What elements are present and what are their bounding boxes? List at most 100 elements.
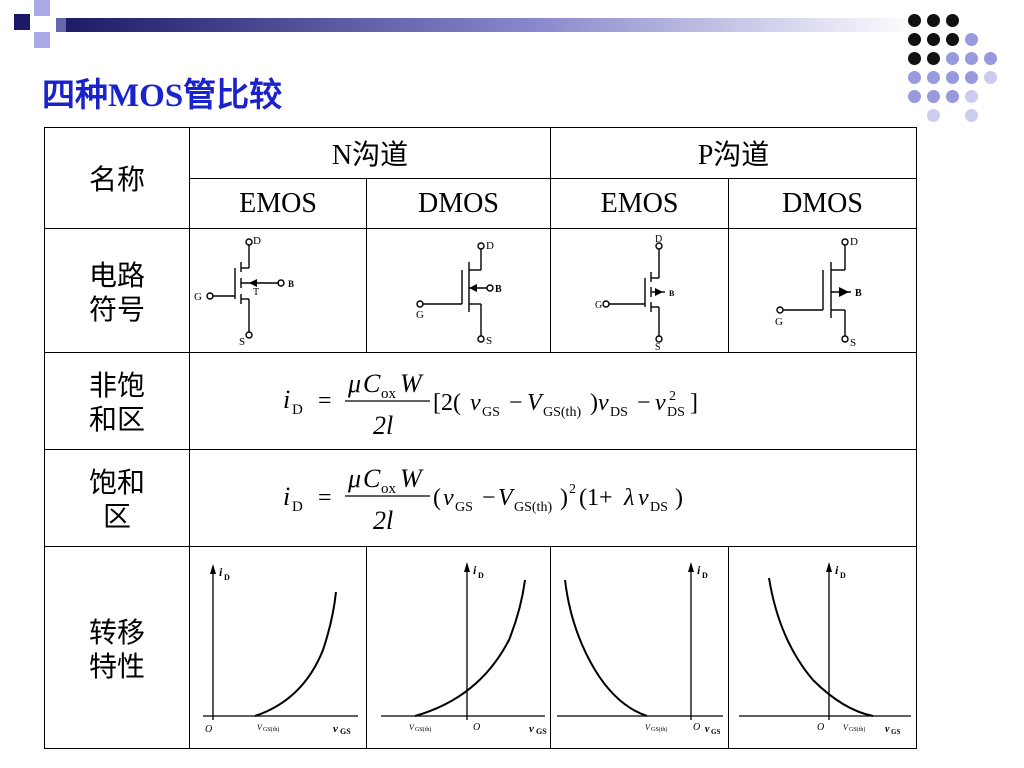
unsat-v3: v (655, 390, 666, 416)
sat-gs: GS (455, 500, 473, 515)
decor-dot (908, 71, 921, 84)
decor-dot (946, 52, 959, 65)
n-dmos-s-label: S (486, 335, 492, 347)
sat-den: 2l (373, 506, 393, 535)
header-n-dmos: DMOS (365, 178, 552, 229)
p-dmos-b-label: B (855, 288, 862, 299)
decor-dot (965, 33, 978, 46)
sat-sq: 2 (569, 482, 576, 497)
n-emos-vth-sub: GS(th) (263, 726, 279, 733)
n-emos-t-label: T (253, 287, 259, 298)
symbol-n-emos-cell: D G S B T (189, 228, 367, 353)
header-name-label: 名称 (88, 165, 145, 196)
transfer-n-emos-cell: i D O V GS(th) v GS (189, 546, 367, 749)
p-dmos-symbol: D G S B (775, 236, 862, 349)
transfer-label-line1: 转移 (88, 617, 145, 649)
decor-dot (927, 52, 940, 65)
decor-dot (946, 33, 959, 46)
unsat-minus2: − (637, 390, 651, 416)
unsat-row-label: 非饱 和区 (44, 352, 190, 450)
p-emos-g-label: G (595, 300, 602, 311)
transfer-p-emos-cell: i D O V GS(th) v GS (550, 546, 730, 749)
p-emos-origin: O (693, 722, 700, 733)
sat-minus: − (482, 485, 496, 511)
decor-dot (984, 71, 997, 84)
sat-lambda: λ (623, 485, 634, 511)
unsat-ds1: DS (610, 405, 628, 420)
n-emos-ysub: D (224, 573, 230, 582)
unsat-lhs-i: i (283, 385, 290, 414)
sat-label-line1: 饱和 (88, 468, 145, 499)
sat-mid: (1+ (579, 485, 613, 511)
unsat-open: [2( (433, 390, 461, 416)
sat-gsth: GS(th) (514, 500, 552, 515)
p-emos-vth-sub: GS(th) (651, 726, 667, 733)
decor-dot (927, 33, 940, 46)
unsat-label-line1: 非饱 (88, 371, 145, 402)
decor-dot (965, 109, 978, 122)
symbol-n-dmos-cell: D G S B (365, 228, 552, 353)
sat-v2: v (638, 485, 649, 511)
p-dmos-vth-sub: GS(th) (849, 726, 865, 733)
n-emos-xsub: GS (340, 727, 351, 736)
unsat-close: ) (590, 390, 598, 416)
mos-comparison-table: 名称 N沟道 P沟道 EMOS DMOS EMOS DMOS 电路 符号 (44, 127, 918, 749)
p-dmos-vth: V (843, 723, 849, 732)
decor-dot (946, 90, 959, 103)
sat-close2: ) (675, 485, 683, 511)
n-dmos-xv: v (529, 723, 534, 735)
n-dmos-g-label: G (416, 309, 424, 321)
sat-lhs-sub: D (292, 499, 303, 515)
n-dmos-xsub: GS (536, 727, 547, 736)
p-dmos-transfer-curve: i D O V GS(th) v GS (738, 561, 911, 736)
unsat-ds2: DS (667, 405, 685, 420)
decor-dot (908, 14, 921, 27)
n-dmos-ysub: D (478, 571, 484, 580)
sat-V: V (498, 485, 515, 511)
p-emos-ysub: D (702, 571, 708, 580)
p-emos-xsub: GS (711, 728, 720, 736)
decor-dot (946, 71, 959, 84)
decor-dot (965, 52, 978, 65)
p-dmos-xv: v (885, 724, 890, 735)
unsat-eq: = (318, 388, 332, 414)
sat-w: W (400, 464, 424, 493)
unsat-gs1: GS (482, 405, 500, 420)
n-emos-g-label: G (194, 291, 202, 303)
unsat-den: 2l (373, 411, 393, 440)
decor-dot (965, 90, 978, 103)
n-emos-s-label: S (239, 336, 245, 348)
sat-label-line2: 区 (102, 502, 131, 533)
n-dmos-origin: O (473, 722, 480, 733)
n-dmos-symbol: D G S B (416, 240, 502, 347)
p-dmos-ysub: D (840, 571, 846, 580)
sat-close: ) (560, 485, 568, 511)
p-dmos-s-label: S (850, 337, 856, 349)
unsat-v1: v (470, 390, 481, 416)
p-dmos-d-label: D (850, 236, 858, 248)
unsat-formula-cell: i D = μ C ox W 2l [2( v GS − V GS(th) ) … (188, 352, 918, 450)
header-decoration (14, 0, 920, 48)
n-dmos-vth-sub: GS(th) (415, 726, 431, 733)
n-emos-yi: i (219, 565, 223, 579)
sat-formula: i D = μ C ox W 2l ( v GS − V GS(th) ) 2 … (283, 464, 683, 535)
symbol-label-line1: 电路 (88, 260, 145, 292)
n-emos-symbol: D G S B T (194, 235, 294, 348)
n-emos-xv: v (333, 723, 338, 735)
p-emos-xv: v (705, 724, 710, 735)
decor-dot (927, 90, 940, 103)
unsat-lhs-sub: D (292, 402, 303, 418)
decor-dot (946, 14, 959, 27)
decor-dot (927, 71, 940, 84)
p-emos-vth: V (645, 723, 651, 732)
transfer-n-dmos-cell: i D O V GS(th) v GS (365, 546, 552, 749)
sat-open: ( (433, 485, 441, 511)
decor-dot (927, 109, 940, 122)
decor-dot (927, 14, 940, 27)
p-dmos-origin: O (817, 722, 824, 733)
sat-ds: DS (650, 500, 668, 515)
transfer-row-label: 转移 特性 (44, 546, 190, 749)
n-dmos-d-label: D (486, 240, 494, 252)
p-emos-s-label: S (655, 342, 661, 350)
header-name-cell: 名称 (44, 127, 190, 229)
